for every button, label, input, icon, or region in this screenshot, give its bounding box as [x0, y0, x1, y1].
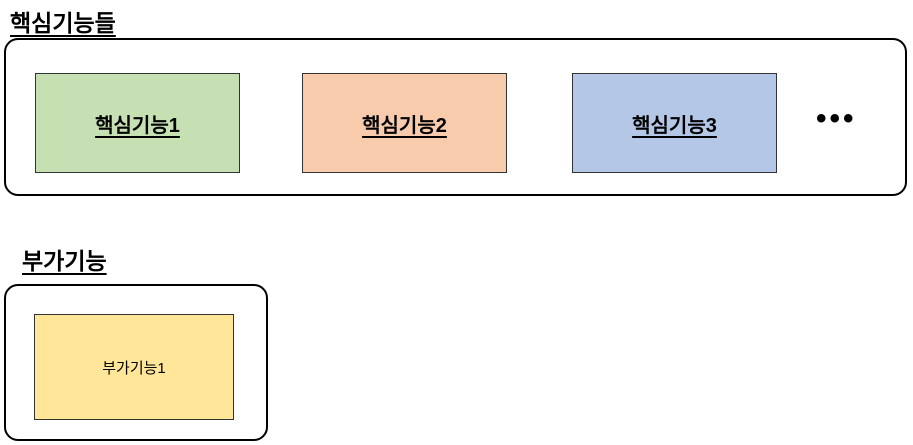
core-function-label-1: 핵심기능1 — [95, 114, 180, 137]
additional-functions-title: 부가기능 — [22, 248, 107, 274]
core-function-box-2: 핵심기능2 — [302, 73, 507, 173]
more-items-ellipsis: ••• — [816, 102, 857, 135]
additional-function-box-1: 부가기능1 — [34, 314, 234, 420]
core-functions-title: 핵심기능들 — [10, 10, 116, 36]
additional-functions-group: 부가기능1 — [4, 284, 268, 441]
core-function-box-1: 핵심기능1 — [35, 73, 240, 173]
core-function-box-3: 핵심기능3 — [572, 73, 777, 173]
core-function-label-2: 핵심기능2 — [362, 114, 447, 137]
additional-function-label-1: 부가기능1 — [102, 359, 166, 377]
core-functions-group: 핵심기능1 핵심기능2 핵심기능3 ••• — [4, 38, 907, 196]
core-function-label-3: 핵심기능3 — [632, 114, 717, 137]
